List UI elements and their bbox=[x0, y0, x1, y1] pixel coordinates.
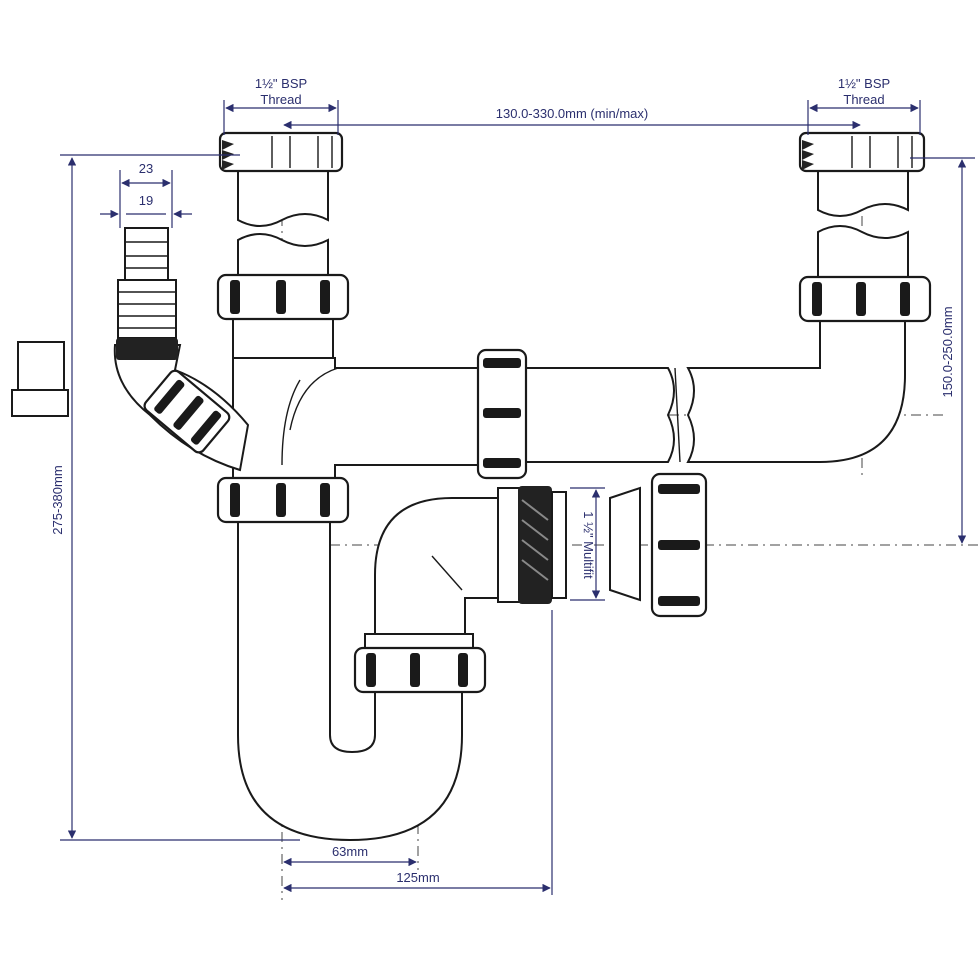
label-bsp-left-2: Thread bbox=[260, 92, 301, 107]
label-hose-inner: 19 bbox=[139, 193, 153, 208]
hose-inlet bbox=[113, 227, 250, 472]
label-bsp-right-2: Thread bbox=[843, 92, 884, 107]
label-bsp-right-1: 1½" BSP bbox=[838, 76, 890, 91]
label-125mm: 125mm bbox=[396, 870, 439, 885]
label-bsp-left-1: 1½" BSP bbox=[255, 76, 307, 91]
arm-union-nut bbox=[476, 348, 528, 480]
multifit-outlet bbox=[497, 486, 567, 604]
left-upper-nut bbox=[216, 273, 350, 321]
right-inlet-tube bbox=[817, 169, 909, 279]
tee-body bbox=[232, 357, 481, 479]
trap-bend bbox=[237, 497, 501, 842]
multifit-nut bbox=[650, 472, 708, 618]
label-height-right: 150.0-250.0mm bbox=[940, 306, 955, 397]
trap-upper-nut bbox=[216, 476, 350, 524]
label-hose-outer: 23 bbox=[139, 161, 153, 176]
trap-lower-nut bbox=[353, 633, 487, 694]
dimensions bbox=[60, 100, 975, 895]
dimension-labels: 1½" BSP Thread 1½" BSP Thread 130.0-330.… bbox=[50, 76, 955, 885]
label-multifit: 1 ½" Multifit bbox=[581, 511, 596, 579]
right-bsp-nut bbox=[798, 131, 926, 173]
label-span: 130.0-330.0mm (min/max) bbox=[496, 106, 648, 121]
hose-ribs bbox=[118, 291, 176, 329]
label-63mm: 63mm bbox=[332, 844, 368, 859]
left-inlet-tube bbox=[232, 169, 334, 359]
multifit-washer bbox=[609, 486, 641, 602]
horizontal-arm bbox=[524, 317, 906, 463]
left-bsp-nut bbox=[218, 131, 344, 173]
blanking-cap bbox=[11, 341, 69, 417]
right-upper-nut bbox=[798, 275, 932, 323]
label-height-total: 275-380mm bbox=[50, 465, 65, 534]
